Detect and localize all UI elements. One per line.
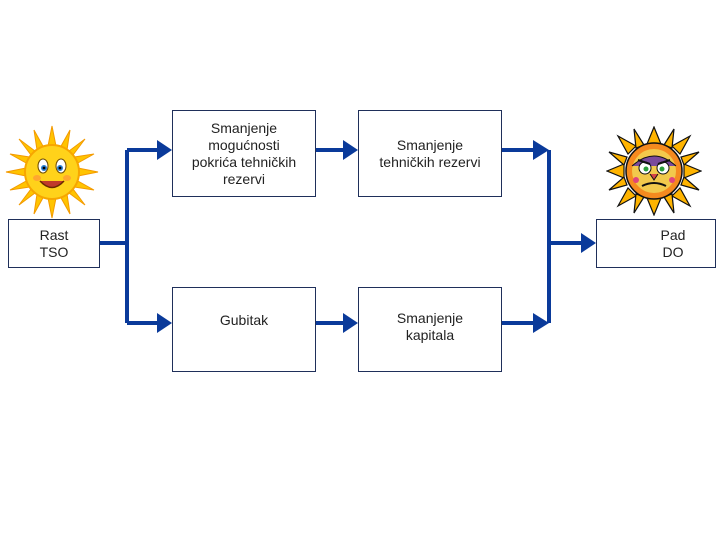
arrowhead-top-right xyxy=(533,140,549,160)
node-rast-tso-label: Rast TSO xyxy=(39,226,69,260)
node-smanjenje-tehnickih-rezervi-label: Smanjenje tehničkih rezervi xyxy=(379,136,481,170)
arrowhead-pad xyxy=(581,233,596,253)
node-pad-do: Pad DO xyxy=(596,219,716,268)
arrowhead-bottom-middle xyxy=(343,313,358,333)
arrowhead-bottom-right xyxy=(533,313,549,333)
arrowhead-top-middle xyxy=(343,140,358,160)
node-rast-tso: Rast TSO xyxy=(8,219,100,268)
node-gubitak-label: Gubitak xyxy=(219,312,269,328)
node-smanjenje-mogucnosti: Smanjenje mogućnosti pokrića tehničkih r… xyxy=(172,110,316,197)
node-smanjenje-kapitala: Smanjenje kapitala xyxy=(358,287,502,372)
node-pad-do-label: Pad DO xyxy=(660,226,686,260)
node-smanjenje-mogucnosti-label: Smanjenje mogućnosti pokrića tehničkih r… xyxy=(191,119,297,187)
smiling-sun-icon xyxy=(5,125,99,219)
node-smanjenje-kapitala-label: Smanjenje kapitala xyxy=(396,310,464,343)
angry-psychedelic-sun-icon xyxy=(606,126,702,216)
arrowhead-top-left xyxy=(157,140,172,160)
arrowhead-bottom-left xyxy=(157,313,172,333)
node-smanjenje-tehnickih-rezervi: Smanjenje tehničkih rezervi xyxy=(358,110,502,197)
node-gubitak: Gubitak xyxy=(172,287,316,372)
